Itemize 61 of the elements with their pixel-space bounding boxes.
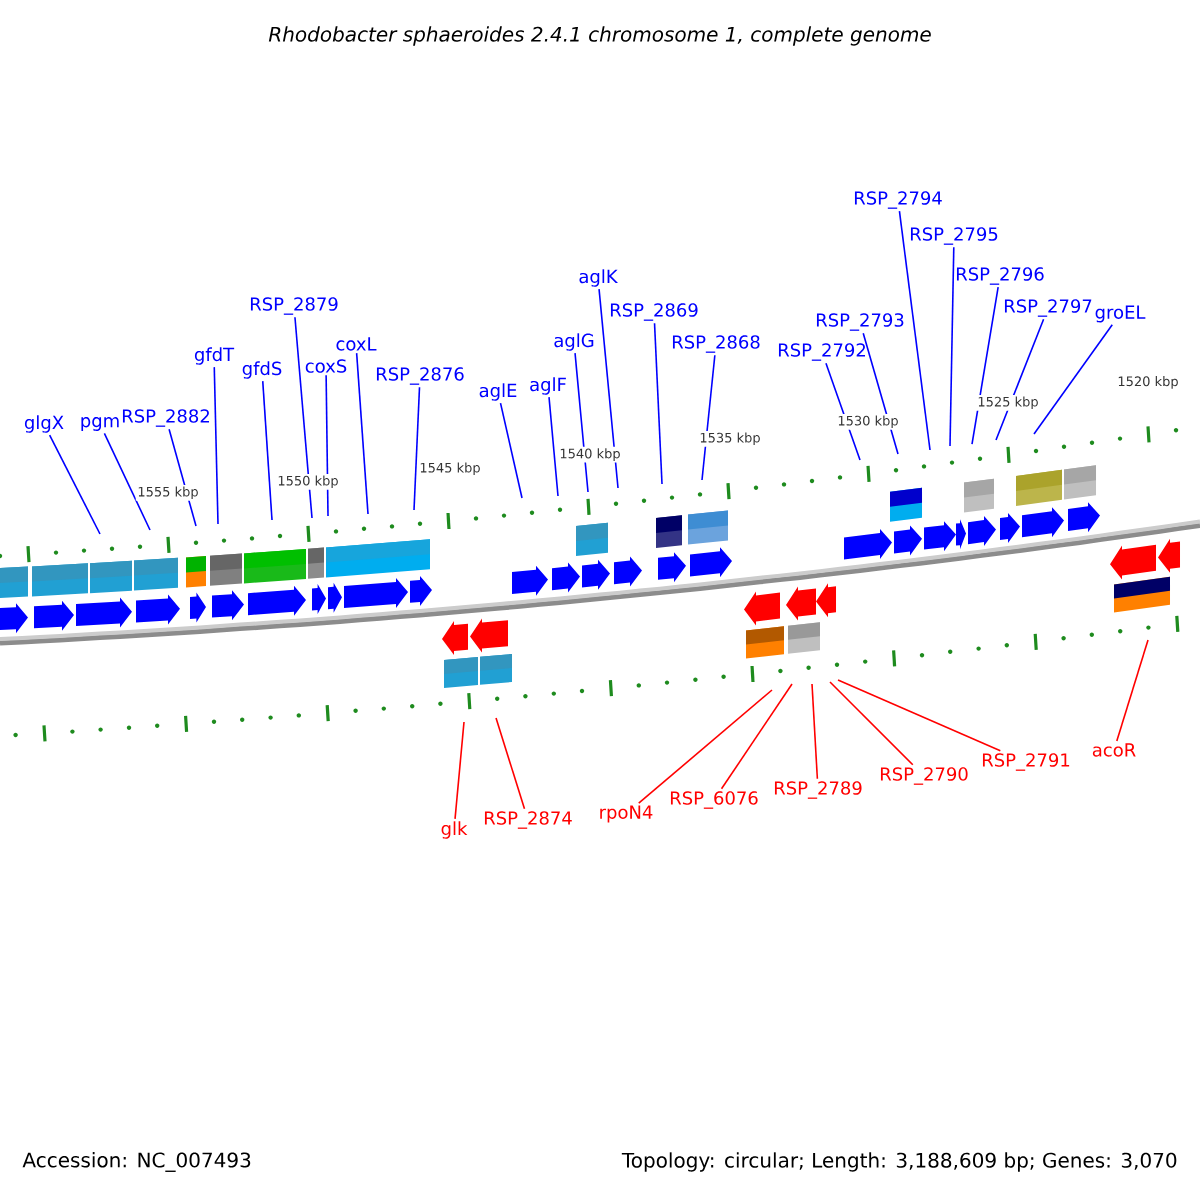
leader-line xyxy=(48,434,101,535)
gene-label: RSP_2882 xyxy=(122,409,209,427)
gene-label: gfdT xyxy=(194,347,235,365)
leader-line xyxy=(454,721,465,820)
gene-label: aglE xyxy=(479,383,517,401)
gene-label: RSP_2797 xyxy=(1004,299,1092,317)
leader-line xyxy=(971,286,999,445)
leader-line xyxy=(294,316,313,519)
leader-line xyxy=(837,679,1002,752)
leader-line xyxy=(325,374,329,517)
leader-line xyxy=(949,246,955,447)
gene-label: RSP_2876 xyxy=(376,367,464,385)
leader-line xyxy=(1033,324,1114,435)
gene-label: RSP_2879 xyxy=(250,297,338,315)
leader-line xyxy=(355,352,369,515)
gene-label: pgm xyxy=(81,417,119,431)
gene-label: RSP_2791 xyxy=(982,753,1070,771)
leader-line xyxy=(829,681,914,766)
gene-label: RSP_2789 xyxy=(774,781,862,799)
gene-label: glgX xyxy=(24,415,64,433)
footer-text: Accession: NC_007493 xyxy=(22,1152,251,1172)
leader-line xyxy=(637,689,773,804)
leader-line xyxy=(574,352,589,493)
leader-line xyxy=(1116,639,1149,742)
leader-line xyxy=(811,683,819,780)
gene-label: RSP_2874 xyxy=(484,811,572,829)
leader-line xyxy=(499,402,523,499)
gene-label: aglF xyxy=(530,377,566,395)
gene-label: RSP_2796 xyxy=(956,267,1044,285)
leader-line xyxy=(413,386,421,511)
leader-line xyxy=(862,332,899,455)
gene-label: RSP_2790 xyxy=(880,767,968,785)
leader-line xyxy=(548,396,559,497)
gene-label: RSP_2793 xyxy=(816,313,904,331)
gene-label: groEL xyxy=(1095,305,1146,323)
leader-line xyxy=(653,322,663,485)
gene-label: RSP_6076 xyxy=(670,791,758,809)
gene-label: coxS xyxy=(305,359,347,373)
gene-label: coxL xyxy=(336,337,377,351)
gene-label: aglG xyxy=(554,333,594,351)
gene-label: acoR xyxy=(1092,743,1136,757)
leader-line xyxy=(598,288,619,489)
title: Rhodobacter sphaeroides 2.4.1 chromosome 1, complete genome xyxy=(268,26,931,46)
gene-label: RSP_2868 xyxy=(672,335,760,353)
footer-text: Topology: circular; Length: 3,188,609 bp; Genes: 3,070 xyxy=(621,1152,1177,1172)
leader-line xyxy=(701,354,716,481)
gene-label: RSP_2794 xyxy=(854,191,942,209)
gene-label: RSP_2869 xyxy=(610,303,698,321)
leader-line xyxy=(495,717,526,810)
leader-line xyxy=(995,318,1045,441)
leader-line xyxy=(103,432,151,531)
leader-line xyxy=(261,380,273,521)
leader-line xyxy=(898,210,931,451)
leader-line xyxy=(720,683,793,790)
leader-line xyxy=(213,366,219,525)
gene-label: glk xyxy=(441,821,468,839)
gene-label: RSP_2795 xyxy=(910,227,998,245)
gene-label: aglK xyxy=(579,269,618,287)
gene-label: gfdS xyxy=(242,361,282,379)
gene-label: RSP_2792 xyxy=(778,343,865,361)
gene-label: rpoN4 xyxy=(600,805,653,823)
